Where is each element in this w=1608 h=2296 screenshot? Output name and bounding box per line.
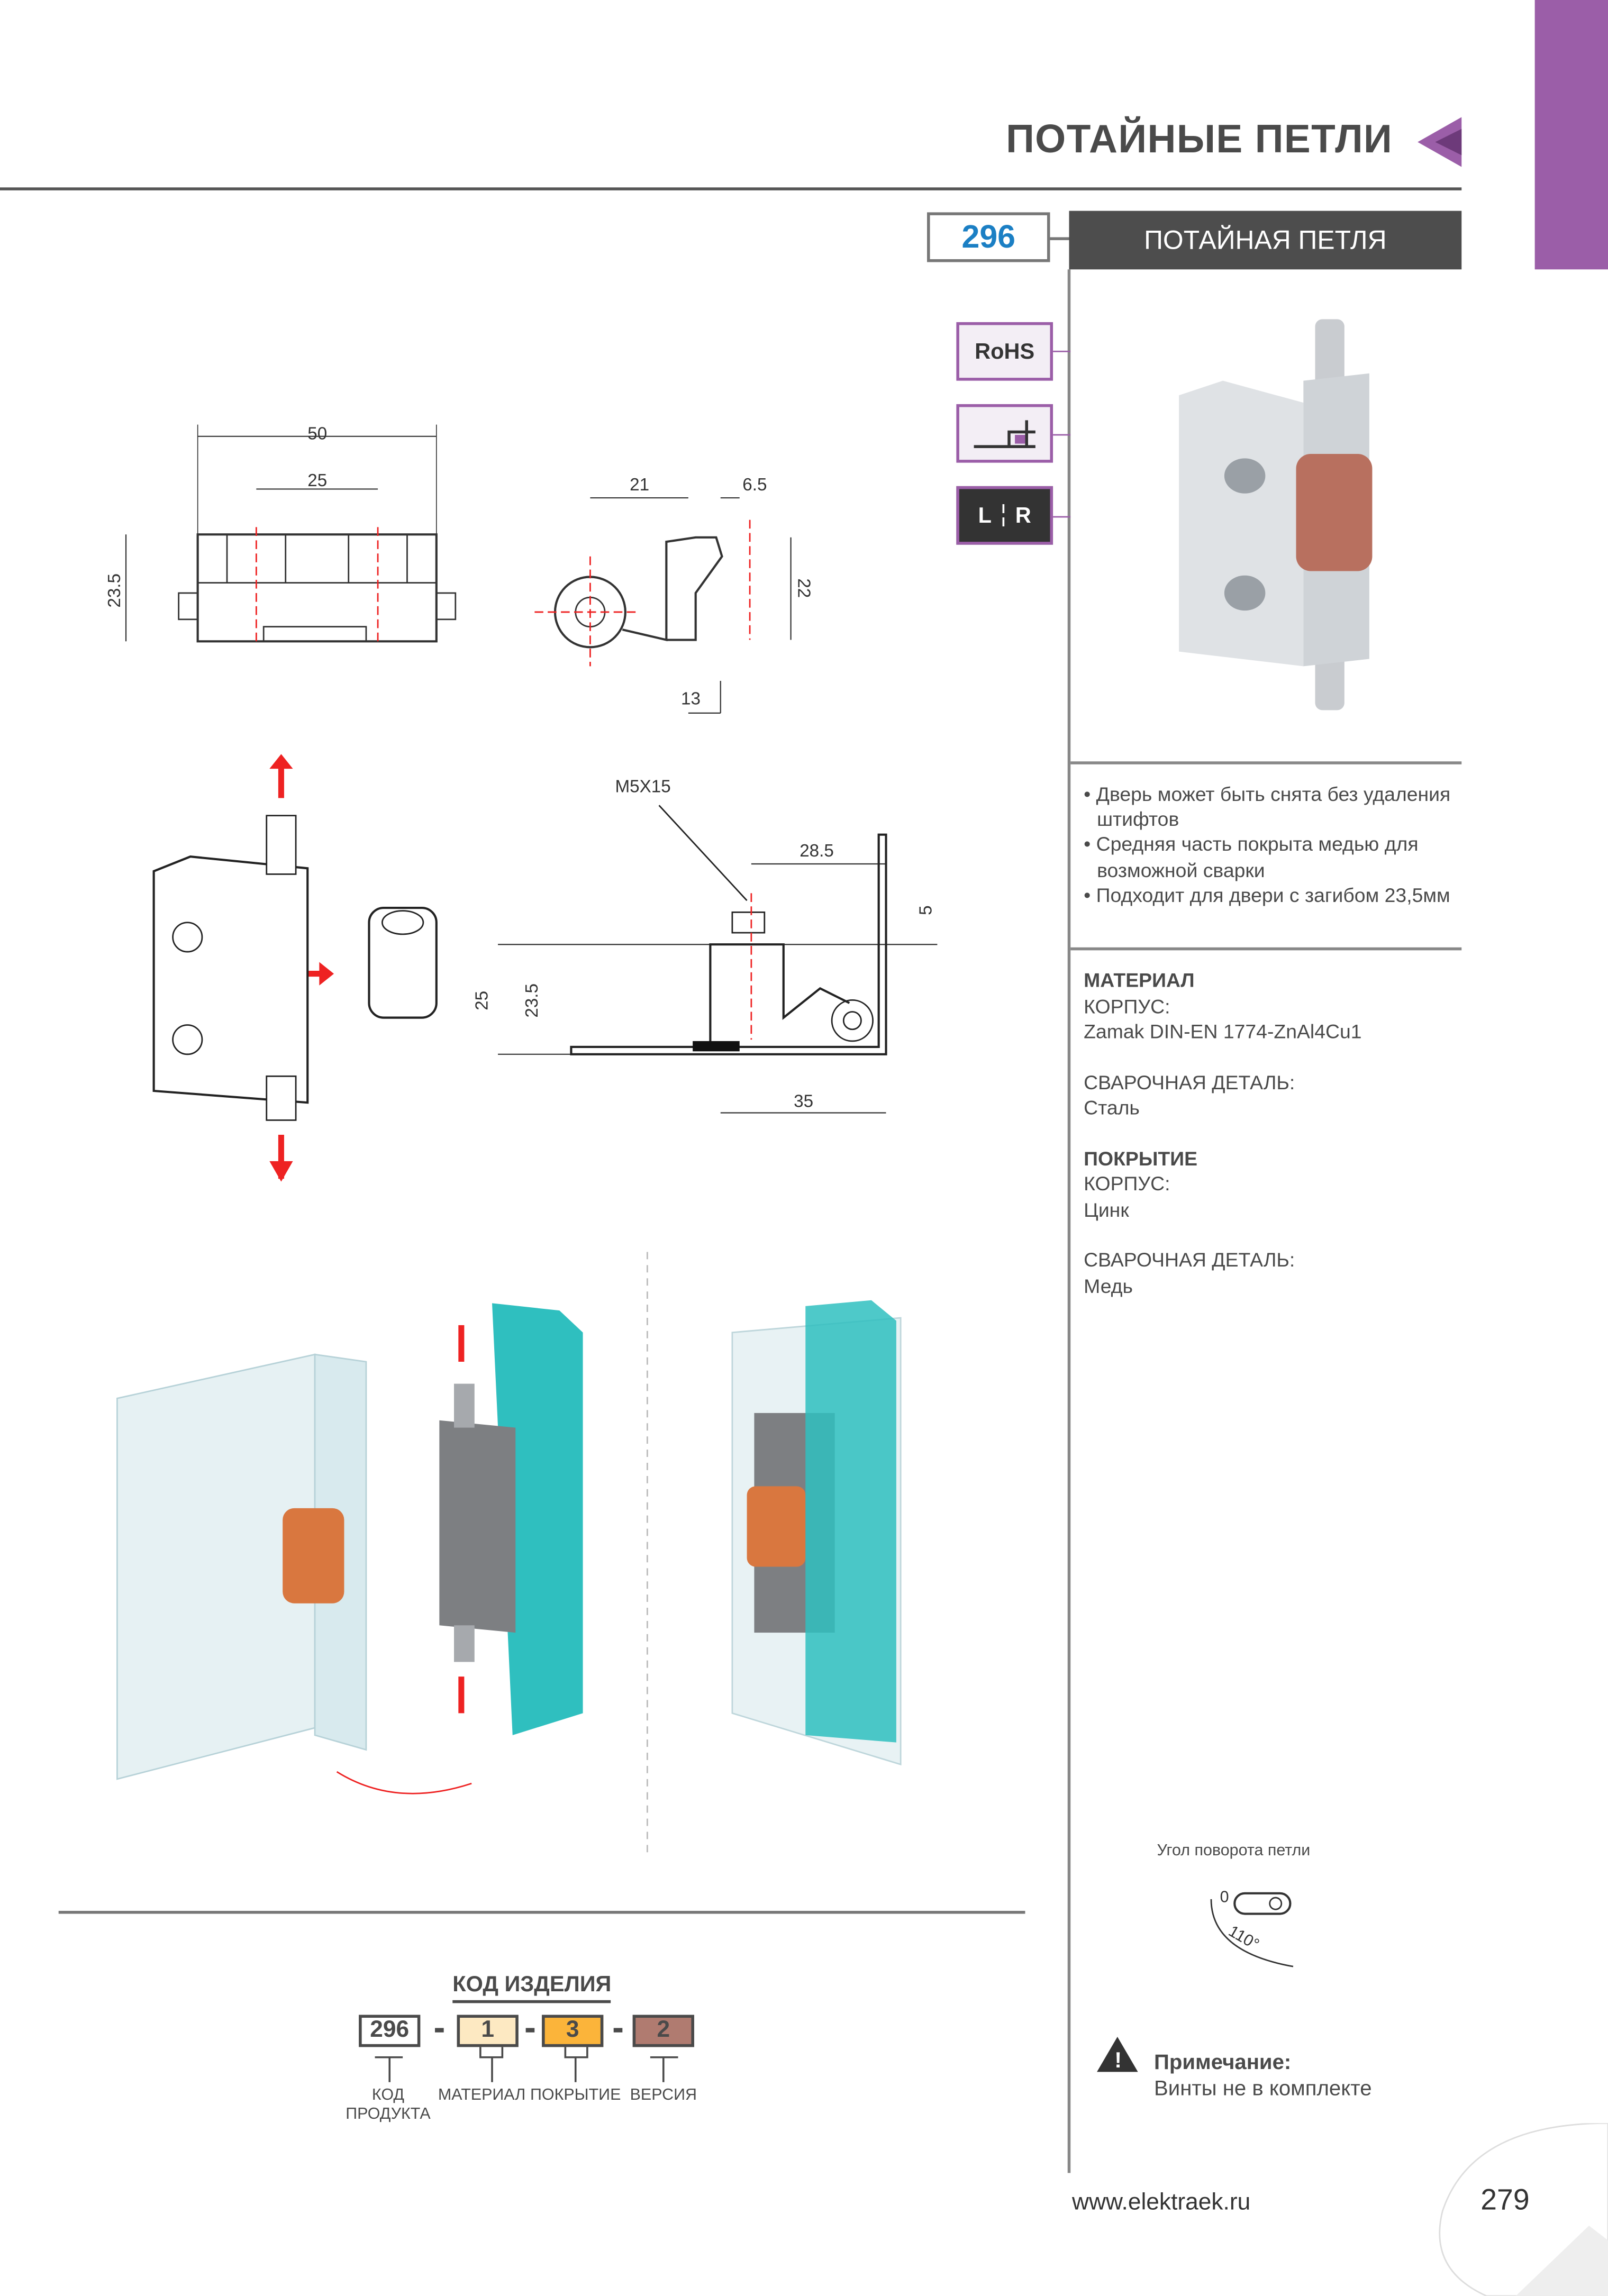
separator — [613, 2028, 623, 2033]
label-version: ВЕРСИЯ — [630, 2087, 697, 2104]
feature-list: • Дверь может быть снята без удаления шт… — [1084, 782, 1457, 908]
column-divider — [1067, 269, 1071, 2173]
section-color-tab — [1534, 0, 1608, 270]
product-name: ПОТАЙНАЯ ПЕТЛЯ — [1069, 211, 1462, 270]
divider — [0, 187, 1462, 190]
rohs-icon: RoHS — [975, 339, 1035, 364]
label-coating: ПОКРЫТИЕ — [530, 2087, 621, 2104]
warning-icon: ! — [1097, 2037, 1138, 2072]
product-code-title: КОД ИЗДЕЛИЯ — [452, 1972, 612, 2003]
feature-item: • Средняя часть покрыта медью для возмож… — [1084, 834, 1419, 881]
code-connectors — [375, 2047, 678, 2082]
label-product-code: КОД ПРОДУКТА — [346, 2087, 431, 2124]
label-material: МАТЕРИАЛ — [438, 2087, 526, 2104]
connector — [1050, 237, 1069, 240]
code-part-product: 296 — [359, 2015, 421, 2047]
divider — [58, 1910, 1025, 1914]
right-label: R — [1015, 503, 1031, 528]
separator — [525, 2028, 535, 2033]
page-number: 279 — [1480, 2184, 1530, 2217]
dim-25: 25 — [473, 991, 492, 1010]
dim-35: 35 — [794, 1091, 813, 1111]
angle-110: 110° — [1225, 1922, 1262, 1954]
rotation-angle-diagram: 0 110° — [1210, 1888, 1294, 1967]
installation-drawing: M5X15 28.5 5 25 23.5 35 — [473, 777, 938, 1114]
page-corner — [1439, 2123, 1608, 2296]
dim-5: 5 — [916, 905, 935, 915]
coating-heading: ПОКРЫТИЕ — [1084, 1147, 1198, 1170]
dim-23-5-install: 23.5 — [522, 983, 542, 1018]
left-label: L — [978, 503, 992, 528]
dim-28-5: 28.5 — [800, 841, 834, 861]
separator — [435, 2028, 444, 2033]
side-view-drawing: 21 6.5 22 13 — [534, 475, 813, 714]
body-material: Zamak DIN-EN 1774-ZnAl4Cu1 — [1084, 1021, 1362, 1043]
code-part-coating: 3 — [542, 2015, 604, 2047]
material-heading: МАТЕРИАЛ — [1084, 969, 1195, 991]
front-view-drawing: 50 25 23.5 — [105, 424, 457, 644]
divider — [1070, 761, 1462, 764]
feature-item: • Дверь может быть снята без удаления шт… — [1084, 783, 1451, 831]
hinge-product-image — [1179, 319, 1373, 710]
material-spec: МАТЕРИАЛ КОРПУС: Zamak DIN-EN 1774-ZnAl4… — [1084, 968, 1361, 1299]
body-coating: Цинк — [1084, 1198, 1129, 1220]
badge-connectors — [1053, 350, 1071, 518]
section-title: ПОТАЙНЫЕ ПЕТЛИ — [1006, 117, 1393, 161]
rotation-caption: Угол поворота петли — [1157, 1842, 1311, 1860]
product-code: 296 — [927, 212, 1050, 262]
note-text: Винты не в комплекте — [1154, 2078, 1372, 2101]
dim-m5x15: M5X15 — [615, 777, 670, 796]
dim-13: 13 — [681, 689, 701, 708]
weld-label: СВАРОЧНАЯ ДЕТАЛЬ: — [1084, 1071, 1295, 1094]
dim-21: 21 — [630, 475, 649, 495]
feature-item: • Подходит для двери с загибом 23,5мм — [1084, 884, 1450, 906]
weld-coating: Медь — [1084, 1274, 1133, 1297]
dim-25: 25 — [307, 471, 327, 490]
weld-coating-label: СВАРОЧНАЯ ДЕТАЛЬ: — [1084, 1249, 1295, 1271]
left-right-icon: L ¦ R — [956, 486, 1053, 545]
body-label: КОРПУС: — [1084, 995, 1170, 1017]
body-coating-label: КОРПУС: — [1084, 1173, 1170, 1195]
exploded-view-drawing — [152, 754, 438, 1182]
divider — [1070, 947, 1462, 951]
dim-23-5: 23.5 — [105, 573, 124, 608]
weld-icon — [956, 404, 1053, 463]
angle-zero: 0 — [1220, 1888, 1229, 1906]
dim-6-5: 6.5 — [742, 475, 767, 495]
triangle-marker-icon — [1418, 117, 1462, 167]
dim-50: 50 — [307, 424, 327, 443]
code-part-material: 1 — [457, 2015, 519, 2047]
code-part-version: 2 — [632, 2015, 694, 2047]
note-title: Примечание: — [1154, 2051, 1292, 2075]
svg-text:!: ! — [1114, 2047, 1122, 2072]
assembly-illustration — [116, 1252, 902, 1853]
weld-material: Сталь — [1084, 1097, 1140, 1119]
dim-22: 22 — [794, 578, 813, 598]
website-link[interactable]: www.elektraek.ru — [1072, 2190, 1251, 2216]
rohs-badge: RoHS — [956, 322, 1053, 381]
